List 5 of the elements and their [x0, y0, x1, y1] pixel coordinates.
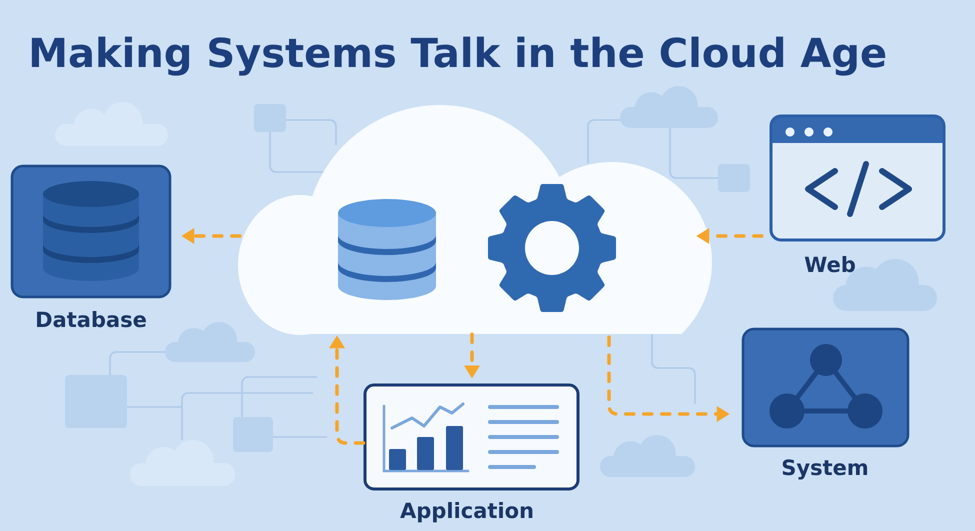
node-label: Web	[804, 256, 855, 272]
node-label: Application	[400, 502, 532, 522]
node-label: Database	[37, 311, 146, 328]
node-label: System	[782, 459, 868, 480]
title: Making Systems Talk in the Cloud Age	[32, 36, 886, 76]
